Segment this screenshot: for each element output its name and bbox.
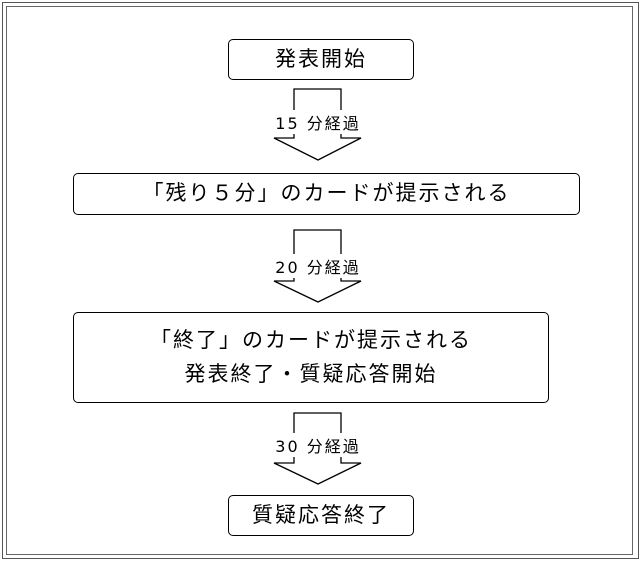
step-end-presentation-text: 発表終了・質疑応答開始 [184, 361, 438, 386]
inner-frame [6, 6, 633, 555]
step-start-box: 発表開始 [228, 39, 414, 80]
arrow-3 [273, 412, 362, 485]
arrow-2 [273, 229, 362, 303]
duration-label-20: 20 分経過 [272, 254, 364, 278]
step-qa-end-box: 質疑応答終了 [228, 495, 414, 536]
step-card5-box: 「残り５分」のカードが提示される [73, 173, 580, 215]
step-end-card-text: 「終了」のカードが提示される [150, 327, 472, 352]
step-qa-end-text: 質疑応答終了 [252, 502, 390, 527]
duration-label-15: 15 分経過 [272, 110, 364, 134]
step-card5-text: 「残り５分」のカードが提示される [142, 181, 511, 206]
step-end-box: 「終了」のカードが提示される 発表終了・質疑応答開始 [73, 312, 549, 403]
step-start-text: 発表開始 [275, 46, 367, 71]
arrow-1 [273, 88, 362, 161]
duration-label-30: 30 分経過 [272, 433, 364, 457]
